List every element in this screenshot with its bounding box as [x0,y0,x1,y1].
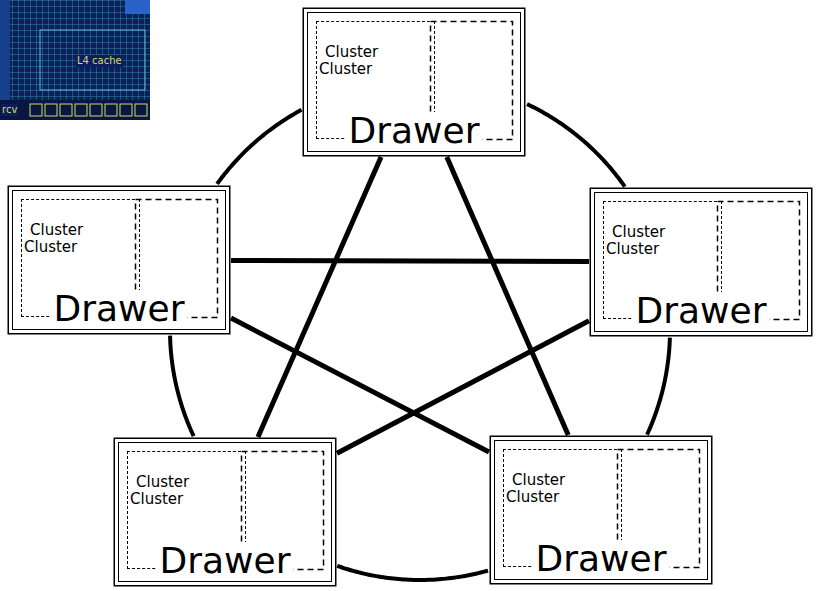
cluster-label: Cluster [130,491,245,508]
chip-column [0,0,10,100]
chip-label: L4 cache [76,55,123,67]
cluster-label: Cluster [24,239,139,256]
cross-link [337,321,589,453]
drawer-box: ClusterClusterDrawer [307,12,521,152]
cross-link [231,318,489,452]
cluster-label: Cluster [606,241,721,258]
cluster-label: Cluster [136,474,245,491]
cache-block [40,30,145,90]
chip-pads [30,104,147,116]
drawer-label: Drawer [533,540,670,578]
chip-grid [0,0,150,120]
drawer-label: Drawer [633,292,770,330]
drawer-box: ClusterClusterDrawer [118,442,332,582]
cluster-label: Cluster [319,61,434,78]
drawer-box: ClusterClusterDrawer [494,440,708,580]
ring-link [217,110,301,184]
drawer-label: Drawer [346,112,483,150]
ring-link [647,338,670,435]
chip-photo [0,0,150,120]
drawer-label: Drawer [157,542,294,580]
cluster-label: Cluster [325,44,434,61]
drawer-label: Drawer [51,290,188,328]
cluster-label: Cluster [30,222,139,239]
cluster-label: Cluster [512,472,621,489]
cluster-outlines [136,22,800,570]
chip-label: rcv [1,104,18,116]
cross-link [258,157,381,437]
cross-link [231,260,589,261]
ring-link [527,104,625,187]
drawer-box: ClusterClusterDrawer [594,192,808,332]
cluster-label: Cluster [506,489,621,506]
chip-strip [0,100,150,120]
drawer-box: ClusterClusterDrawer [12,190,226,330]
cluster-label: Cluster [612,224,721,241]
ring-link [337,566,488,580]
chip-block [125,0,150,14]
cross-link [447,157,568,435]
ring-link [170,336,194,437]
